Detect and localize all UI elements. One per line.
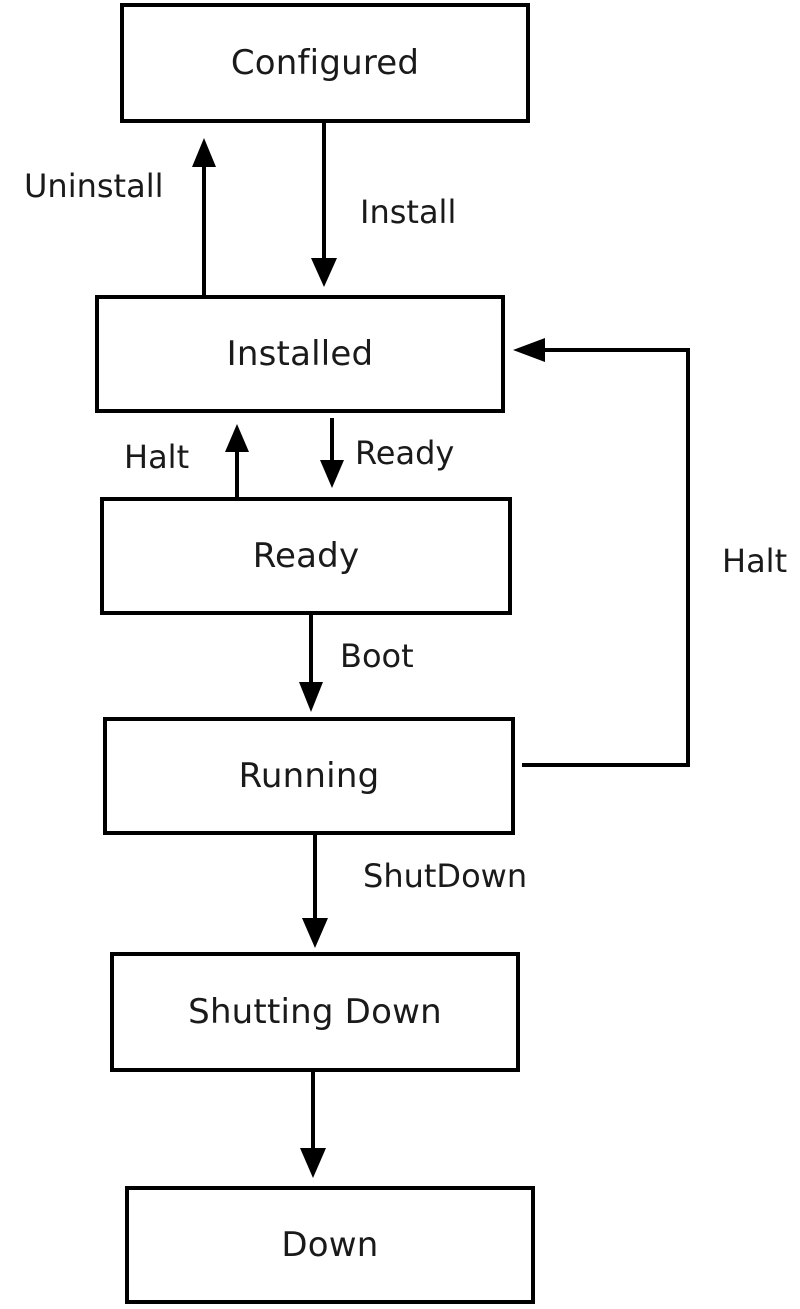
state-shutting-down: Shutting Down bbox=[110, 952, 520, 1072]
transition-label-halt-left: Halt bbox=[124, 438, 190, 476]
transition-label-ready: Ready bbox=[355, 434, 455, 472]
transition-label-boot: Boot bbox=[340, 637, 414, 675]
state-installed: Installed bbox=[95, 295, 505, 413]
state-label: Installed bbox=[226, 334, 374, 374]
arrow-halt-left bbox=[225, 424, 249, 497]
arrow-shutdown bbox=[302, 835, 328, 948]
state-down: Down bbox=[125, 1186, 535, 1304]
state-label: Shutting Down bbox=[188, 992, 442, 1032]
state-ready: Ready bbox=[100, 497, 512, 615]
state-label: Down bbox=[281, 1225, 379, 1265]
state-label: Running bbox=[238, 756, 380, 796]
state-label: Configured bbox=[230, 43, 420, 83]
arrow-ready bbox=[320, 418, 344, 488]
arrow-install bbox=[311, 123, 337, 287]
transition-label-uninstall: Uninstall bbox=[24, 167, 164, 205]
arrow-halt-right bbox=[513, 338, 690, 767]
transition-label-halt-right: Halt bbox=[722, 542, 788, 580]
arrow-down bbox=[300, 1072, 326, 1178]
state-configured: Configured bbox=[120, 3, 530, 123]
transition-label-shutdown: ShutDown bbox=[363, 857, 528, 895]
arrow-uninstall bbox=[192, 138, 216, 295]
transition-label-install: Install bbox=[360, 193, 457, 231]
state-label: Ready bbox=[252, 536, 360, 576]
arrow-boot bbox=[299, 615, 323, 712]
state-running: Running bbox=[103, 717, 515, 835]
